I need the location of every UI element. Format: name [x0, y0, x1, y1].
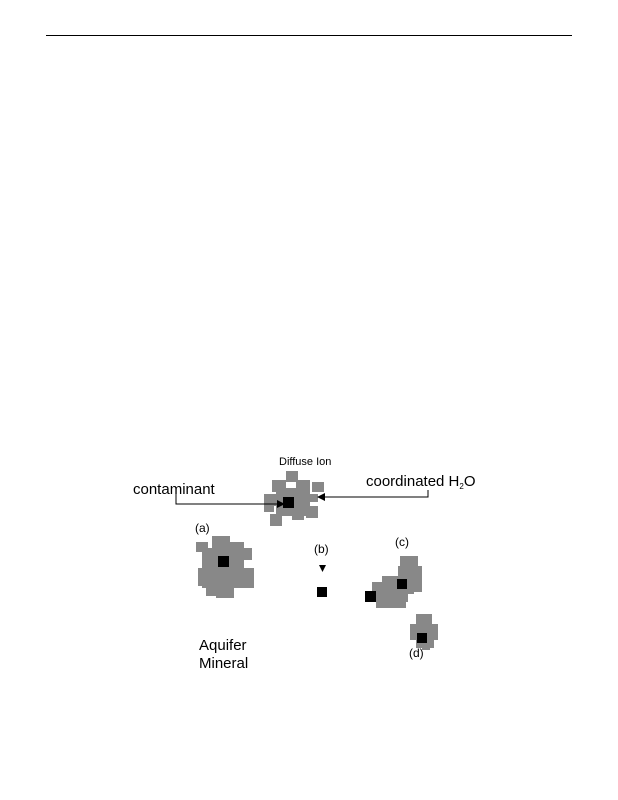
cluster-d-contaminant-square: [417, 633, 427, 643]
diffuse-ion-label: Diffuse Ion: [279, 456, 331, 468]
header-rule: [46, 35, 572, 36]
diffuse-ion-cluster: [264, 471, 324, 526]
cluster-a-contaminant-square: [218, 556, 229, 567]
cluster-a: [196, 536, 254, 598]
coordinated-water-pointer: [317, 490, 429, 501]
item-b-contaminant-square: [317, 587, 327, 597]
diffuse-contaminant-square: [283, 497, 294, 508]
label-c: (c): [395, 535, 409, 549]
aquifer-label-line1: Aquifer: [199, 637, 247, 654]
coordinated-water-suffix: O: [464, 473, 476, 490]
cluster-d: [410, 614, 438, 650]
coordinated-water-label: coordinated H2O: [366, 473, 476, 491]
cluster-c: [365, 556, 422, 608]
contaminant-pointer: [175, 492, 285, 508]
label-a: (a): [195, 521, 210, 535]
contaminant-label: contaminant: [133, 481, 216, 498]
coordinated-water-prefix: coordinated H: [366, 473, 459, 490]
item-b: [317, 565, 327, 597]
down-triangle-icon: [319, 565, 326, 572]
coordinated-water-subscript: 2: [459, 482, 464, 491]
label-b: (b): [314, 542, 329, 556]
cluster-c-contaminant-square-1: [397, 579, 407, 589]
label-d: (d): [409, 646, 424, 660]
cluster-c-contaminant-square-2: [365, 591, 376, 602]
aquifer-label-line2: Mineral: [199, 655, 248, 672]
